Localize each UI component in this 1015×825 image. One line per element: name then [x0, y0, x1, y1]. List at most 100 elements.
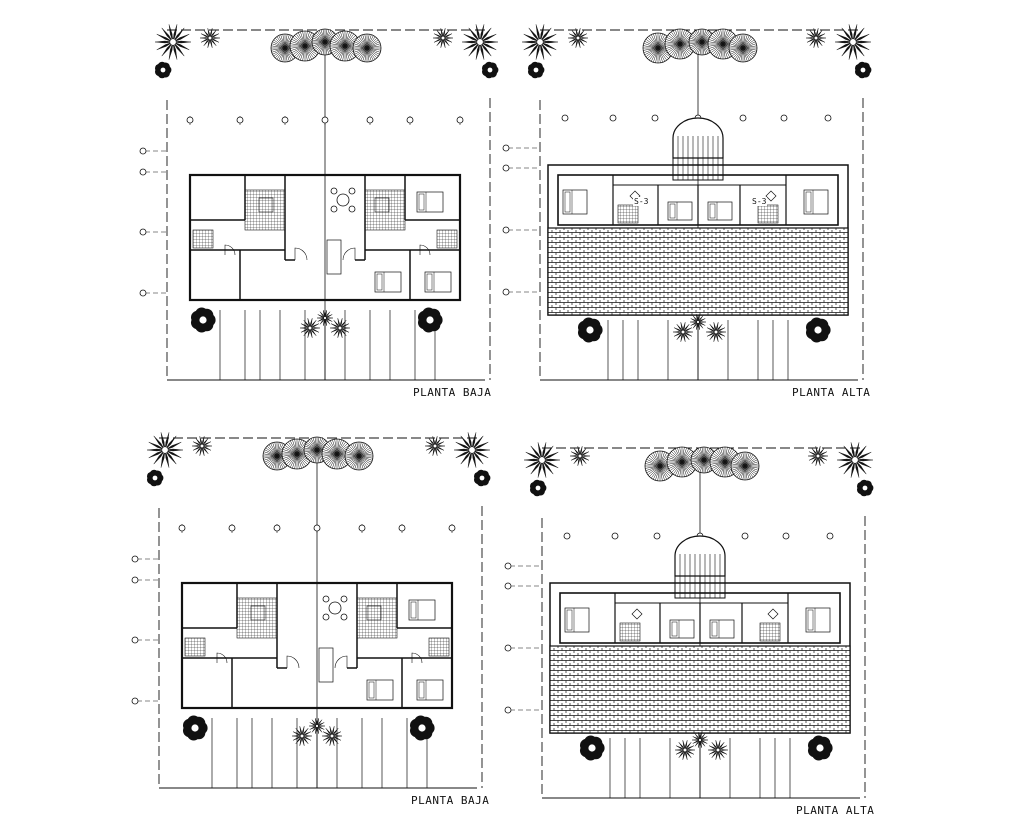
stair-tile — [617, 204, 639, 224]
shrub-icon — [190, 307, 216, 333]
door-swing — [216, 652, 228, 664]
ground-floor-plan-q1 — [139, 24, 499, 381]
tree-icon — [352, 33, 382, 63]
palm-tree-icon — [199, 28, 221, 48]
section-marker-icon — [765, 190, 777, 202]
grid-marker-col-6 — [780, 114, 788, 122]
bed-icon — [416, 191, 444, 213]
grid-marker-col-7 — [456, 116, 464, 124]
grid-marker-row-3 — [502, 226, 510, 234]
palm-tree-icon — [691, 732, 709, 748]
grid-marker-row-1 — [139, 147, 147, 155]
grid-marker-col-5 — [366, 116, 374, 124]
plan-title-q3: PLANTA BAJA — [411, 794, 490, 807]
shrub-icon — [529, 479, 547, 497]
toilet-icon — [366, 605, 382, 621]
plan-title-q2: PLANTA ALTA — [792, 386, 871, 399]
plan-title-q4: PLANTA ALTA — [796, 804, 875, 817]
palm-tree-icon — [521, 24, 559, 60]
door-swing — [224, 244, 236, 256]
door-swing — [342, 247, 356, 261]
palm-tree-icon — [154, 24, 192, 60]
grid-marker-col-6 — [406, 116, 414, 124]
grid-marker-col-7 — [824, 114, 832, 122]
tree-icon — [329, 30, 361, 62]
stair-tile — [759, 622, 781, 642]
dining-table-icon — [330, 187, 356, 213]
bed-icon — [667, 201, 693, 221]
toilet-icon — [250, 605, 266, 621]
stair-tile — [184, 637, 206, 657]
stair-tile — [428, 637, 450, 657]
stair-tile — [436, 229, 458, 249]
grid-marker-col-2 — [228, 524, 236, 532]
stair-tower — [672, 117, 724, 181]
kitchen-counter — [318, 647, 334, 683]
bed-icon — [669, 619, 695, 639]
grid-marker-col-2 — [609, 114, 617, 122]
palm-tree-icon — [424, 436, 446, 456]
grid-marker-col-1 — [563, 532, 571, 540]
palm-tree-icon — [299, 318, 321, 338]
shrub-icon — [807, 735, 833, 761]
grid-marker-row-2 — [504, 582, 512, 590]
grid-marker-col-5 — [739, 114, 747, 122]
grid-marker-col-3 — [281, 116, 289, 124]
shrub-icon — [473, 469, 491, 487]
grid-marker-col-5 — [358, 524, 366, 532]
palm-tree-icon — [291, 726, 313, 746]
bed-icon — [408, 599, 436, 621]
palm-tree-icon — [834, 24, 872, 60]
door-swing — [286, 655, 300, 669]
section-tag-right: S-3 — [751, 197, 768, 206]
plan-title-q1: PLANTA BAJA — [413, 386, 492, 399]
bed-icon — [366, 679, 394, 701]
grid-marker-col-7 — [448, 524, 456, 532]
grid-marker-col-5 — [741, 532, 749, 540]
tree-icon — [730, 451, 760, 481]
palm-tree-icon — [191, 436, 213, 456]
roof-tile-hatch — [549, 645, 851, 734]
shrub-icon — [182, 715, 208, 741]
grid-marker-col-7 — [826, 532, 834, 540]
shrub-icon — [577, 317, 603, 343]
palm-tree-icon — [329, 318, 351, 338]
dining-table-icon — [322, 595, 348, 621]
grid-marker-row-4 — [139, 289, 147, 297]
grid-marker-row-3 — [139, 228, 147, 236]
bed-icon — [803, 189, 829, 215]
bed-icon — [424, 271, 452, 293]
shrub-icon — [856, 479, 874, 497]
shrub-icon — [579, 735, 605, 761]
grid-marker-row-4 — [502, 288, 510, 296]
site-boundary — [158, 437, 483, 789]
grid-marker-col-3 — [651, 114, 659, 122]
palm-tree-icon — [674, 740, 696, 760]
palm-tree-icon — [453, 432, 491, 468]
grid-marker-col-6 — [782, 532, 790, 540]
bed-icon — [562, 189, 588, 215]
upper-floor-plan-q2 — [502, 24, 872, 381]
grid-marker-col-6 — [398, 524, 406, 532]
palm-tree-icon — [805, 28, 827, 48]
palm-tree-icon — [836, 442, 874, 478]
tree-icon — [344, 441, 374, 471]
palm-tree-icon — [146, 432, 184, 468]
building-walls — [180, 581, 454, 710]
grid-marker-row-3 — [504, 644, 512, 652]
grid-marker-row-4 — [504, 706, 512, 714]
bed-icon — [805, 607, 831, 633]
palm-tree-icon — [523, 442, 561, 478]
shrub-icon — [409, 715, 435, 741]
tree-icon — [728, 33, 758, 63]
palm-tree-icon — [316, 310, 334, 326]
palm-tree-icon — [461, 24, 499, 60]
grid-marker-col-1 — [561, 114, 569, 122]
grid-marker-col-2 — [236, 116, 244, 124]
grid-marker-row-3 — [131, 636, 139, 644]
bed-icon — [709, 619, 735, 639]
shrub-icon — [417, 307, 443, 333]
grid-marker-row-1 — [131, 555, 139, 563]
door-swing — [334, 655, 348, 669]
stair-tower — [674, 535, 726, 599]
